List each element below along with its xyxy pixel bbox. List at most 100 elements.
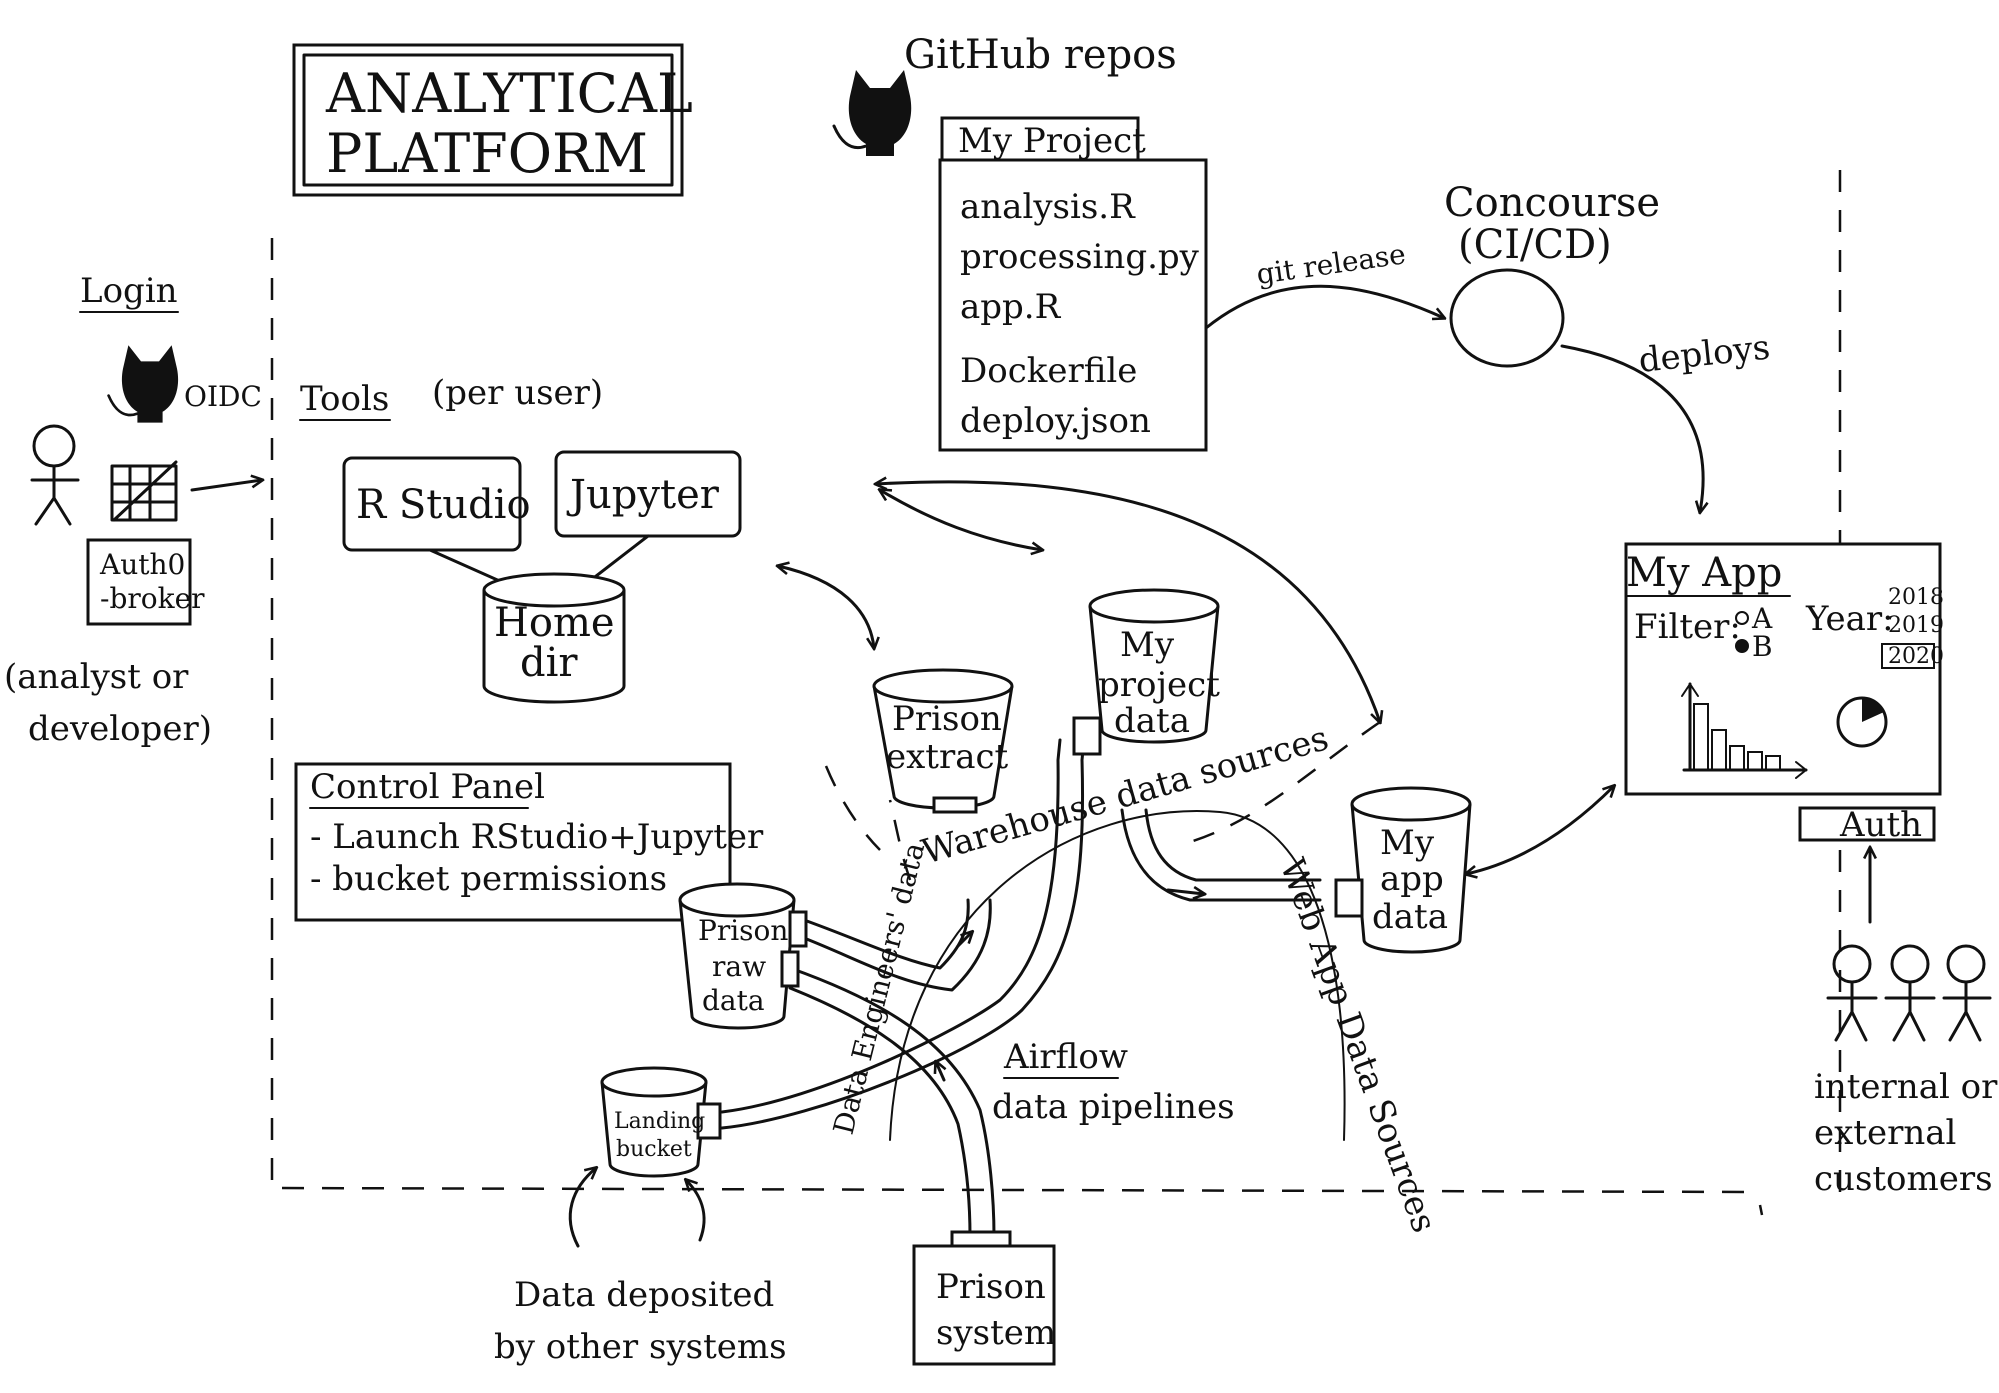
control-panel-title: Control Panel: [310, 767, 545, 807]
user-caption-line2: developer): [28, 709, 212, 749]
deposited-line2: by other systems: [494, 1327, 787, 1367]
concourse: Concourse (CI/CD) git release deploys: [1204, 180, 1772, 512]
my-app-data-bucket: My app data: [1334, 786, 1472, 954]
tools-suffix: (per user): [432, 373, 603, 413]
deposit-arrow-left: [568, 1168, 596, 1248]
login-title: Login: [80, 271, 178, 311]
auth-label: Auth: [1839, 805, 1922, 845]
authbroker-box: [86, 538, 192, 626]
my-app-title: My App: [1626, 550, 1782, 596]
airflow-title: Airflow: [1003, 1037, 1128, 1077]
my-project-data-bucket: My project data: [1072, 588, 1220, 756]
platform-boundary: [270, 170, 1842, 1205]
my-project-line1: My: [1120, 625, 1175, 665]
jupyter-label: Jupyter: [566, 472, 720, 518]
my-app-window: My App Filter: A B Year: 2018 2019 2020 …: [1624, 542, 1944, 845]
filter-radio-b[interactable]: [1735, 639, 1749, 653]
concourse-circle: [1449, 268, 1565, 368]
tools-appdata-arrow: [876, 482, 1380, 722]
customer-figure: [1826, 944, 1878, 1042]
github-cat-icon: [832, 68, 913, 158]
prison-extract-bucket: Prison extract: [872, 668, 1014, 814]
prison-system-line2: system: [936, 1313, 1056, 1353]
github-section: GitHub repos My Project analysis.R proce…: [832, 32, 1208, 452]
my-project-line3: data: [1114, 701, 1190, 741]
my-project-line2: project: [1098, 665, 1220, 705]
home-dir-line1: Home: [494, 600, 615, 646]
airflow-sub: data pipelines: [992, 1087, 1235, 1127]
project-tab: My Project: [958, 121, 1146, 161]
git-release-label: git release: [1254, 237, 1407, 291]
prison-raw-line2: raw: [712, 950, 766, 983]
landing-bucket: Landing bucket: [600, 1066, 722, 1178]
prison-raw-line3: data: [702, 984, 765, 1017]
login-section: Login OIDC Auth0 -broker (analyst or dev…: [4, 271, 262, 749]
filter-option-b: B: [1752, 630, 1773, 663]
filter-option-a: A: [1751, 602, 1773, 635]
deploys-arrow: [1560, 344, 1703, 512]
deposited-line1: Data deposited: [514, 1275, 774, 1315]
authbroker-line1: Auth0: [99, 548, 185, 581]
my-app-line1: My: [1380, 823, 1435, 863]
rstudio-label: R Studio: [356, 482, 531, 528]
title-line2: PLATFORM: [326, 122, 648, 185]
prison-system-line1: Prison: [936, 1267, 1046, 1307]
my-app-line2: app: [1380, 859, 1444, 899]
filter-radio-a[interactable]: [1735, 611, 1749, 625]
year-option[interactable]: 2018: [1888, 585, 1944, 610]
customers: internal or external customers: [1814, 944, 1998, 1199]
home-dir-cylinder: Home dir: [482, 572, 626, 704]
github-label: GitHub repos: [904, 32, 1177, 78]
pie-chart-icon: [1836, 696, 1888, 748]
year-selected-box[interactable]: [1881, 643, 1935, 669]
bar-chart-icon: [1681, 682, 1808, 779]
appdata-app-arrow: [1466, 786, 1614, 874]
customers-line3: customers: [1814, 1159, 1993, 1199]
prison-extract-line2: extract: [886, 737, 1009, 777]
project-file: analysis.R: [960, 187, 1136, 227]
control-panel-item: - bucket permissions: [310, 859, 667, 899]
year-option-selected[interactable]: 2020: [1888, 644, 1944, 669]
tools-title: Tools: [300, 379, 389, 419]
deploys-label: deploys: [1637, 327, 1772, 381]
year-option[interactable]: 2019: [1888, 613, 1944, 638]
filter-label: Filter:: [1634, 607, 1741, 647]
airflow-pipes: [720, 738, 1322, 1238]
project-files-box: [938, 158, 1208, 452]
oidc-label: OIDC: [184, 380, 262, 413]
prison-system-box: [912, 1244, 1056, 1366]
oidc-cat-icon: [107, 343, 180, 424]
deposit-arrow-right: [686, 1180, 706, 1242]
customer-figure: [1884, 944, 1936, 1042]
title-line1: ANALYTICAL: [325, 62, 693, 125]
customers-line1: internal or: [1814, 1067, 1998, 1107]
customers-line2: external: [1814, 1113, 1956, 1153]
year-label: Year:: [1805, 599, 1894, 639]
prison-raw-bucket: Prison raw data: [678, 882, 808, 1030]
tools-project-arrow: [880, 490, 1042, 550]
title-box: ANALYTICAL PLATFORM: [292, 43, 693, 197]
web-app-data-arc: [889, 810, 1346, 1141]
authbroker-line2: -broker: [100, 582, 205, 615]
concourse-sublabel: (CI/CD): [1458, 222, 1612, 268]
home-dir-line2: dir: [520, 640, 578, 686]
git-release-arrow: [1204, 284, 1444, 330]
control-panel-box: [294, 762, 732, 922]
tools-section: Tools (per user) R Studio Jupyter Home d…: [299, 373, 742, 704]
landing-line1: Landing: [614, 1109, 705, 1134]
prison-extract-line1: Prison: [892, 699, 1002, 739]
customer-figure: [1942, 944, 1992, 1042]
login-arrow: [190, 480, 262, 492]
landing-line2: bucket: [616, 1137, 692, 1162]
control-panel: Control Panel - Launch RStudio+Jupyter -…: [294, 762, 764, 922]
project-file: processing.py: [960, 237, 1200, 277]
auth-box: [1798, 806, 1936, 842]
customer-divider: [1758, 1204, 1764, 1216]
my-app-line3: data: [1372, 897, 1448, 937]
prison-system: Prison system: [912, 1230, 1056, 1366]
project-file: deploy.json: [960, 401, 1151, 441]
tools-extract-arrow: [778, 566, 874, 648]
user-figure: [30, 424, 80, 526]
concourse-label: Concourse: [1444, 180, 1660, 226]
